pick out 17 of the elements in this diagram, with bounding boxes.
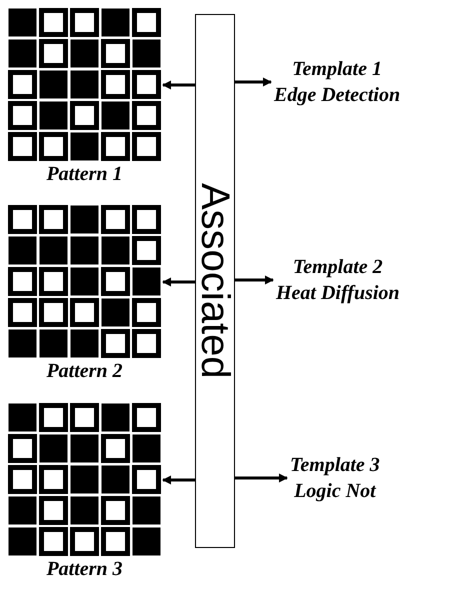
bar-label: Associated	[195, 183, 235, 379]
pattern-caption: Pattern 3	[45, 557, 124, 582]
template-label: Logic Not	[293, 479, 378, 504]
arrow	[235, 474, 288, 482]
arrow	[162, 476, 195, 484]
template-label: Template 2	[292, 255, 384, 280]
pattern-caption: Pattern 1	[45, 162, 124, 187]
template-label: Template 1	[291, 57, 383, 82]
arrow	[235, 78, 272, 86]
template-label: Edge Detection	[274, 83, 400, 108]
template-label: Template 3	[290, 453, 380, 478]
arrow	[235, 276, 274, 284]
arrow	[162, 278, 195, 286]
arrow	[162, 80, 195, 90]
pattern-caption: Pattern 2	[45, 359, 124, 384]
vertical-bar	[195, 14, 235, 548]
template-label: Heat Diffusion	[276, 281, 400, 306]
